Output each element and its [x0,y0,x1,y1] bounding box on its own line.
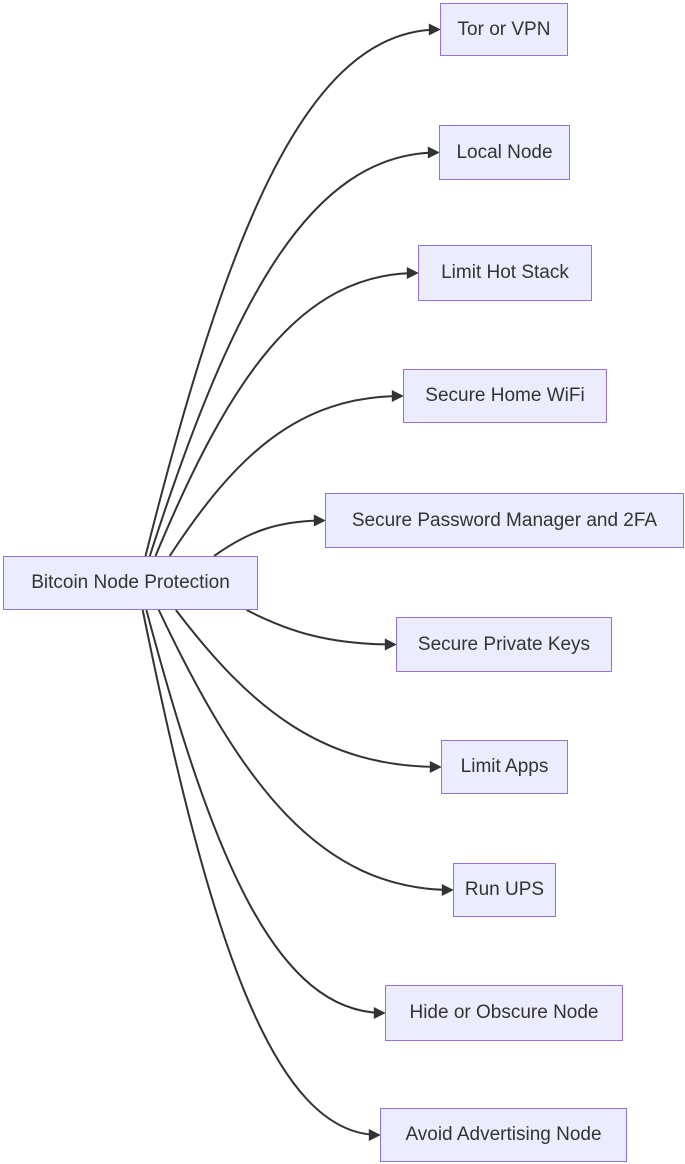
node-run-ups: Run UPS [453,863,556,917]
node-limit-apps: Limit Apps [441,740,568,794]
edge-root-to-secure-home-wifi [168,390,404,557]
node-avoid-advertising-node: Avoid Advertising Node [380,1108,627,1162]
edge-root-to-hide-or-obscure-node [145,609,386,1019]
node-hide-or-obscure-node: Hide or Obscure Node [385,985,623,1041]
edge-root-to-avoid-advertising-node [141,609,381,1141]
node-limit-hot-stack: Limit Hot Stack [418,245,592,301]
edge-root-to-limit-hot-stack [154,267,419,557]
edge-root-to-limit-apps [175,609,442,773]
node-root: Bitcoin Node Protection [3,556,258,610]
node-secure-password-manager-2fa: Secure Password Manager and 2FA [325,493,684,548]
edge-root-to-tor-or-vpn [144,23,441,557]
node-secure-private-keys: Secure Private Keys [396,617,612,672]
edge-root-to-local-node [148,146,440,557]
node-local-node: Local Node [439,125,570,180]
node-secure-home-wifi: Secure Home WiFi [403,369,607,423]
edge-root-to-run-ups [157,609,454,896]
edge-root-to-secure-private-keys [246,609,397,651]
edge-root-to-secure-password-manager-2fa [213,514,326,557]
node-tor-or-vpn: Tor or VPN [440,3,568,56]
